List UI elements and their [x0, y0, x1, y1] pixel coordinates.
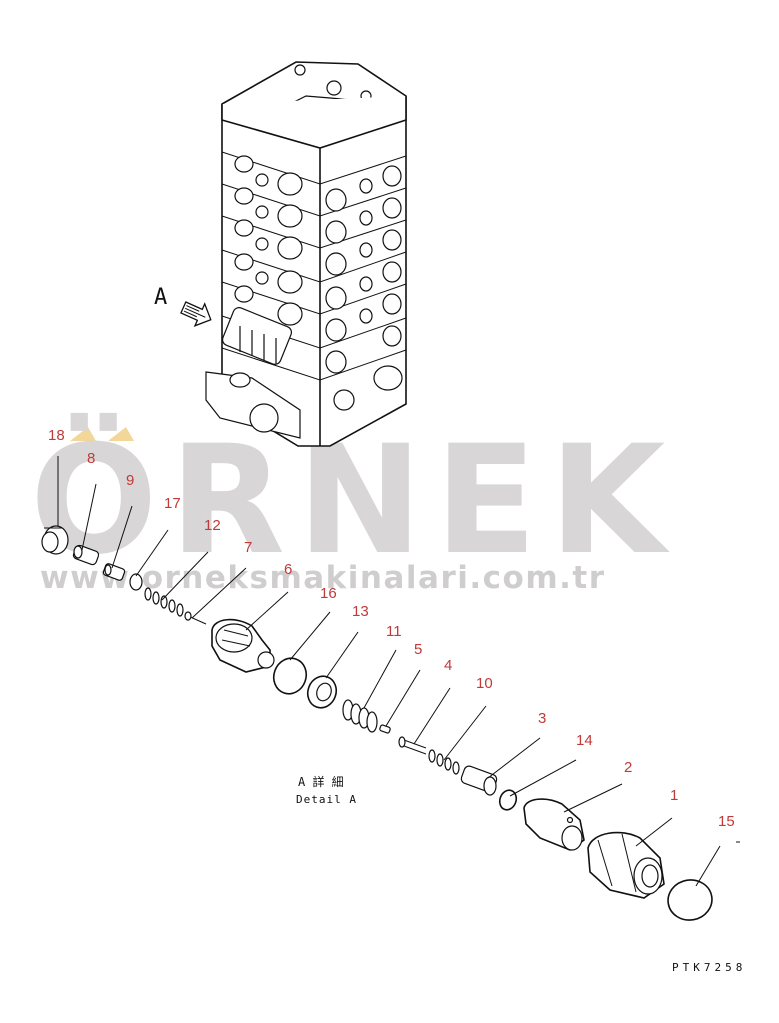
valve-top-port	[326, 80, 342, 96]
callout-10: 10	[476, 675, 493, 692]
drawing-code: PTK7258	[672, 961, 746, 974]
watermark-brand: ÖRNEK	[30, 412, 677, 588]
part-18-nut	[41, 525, 69, 555]
part-17-o-ring	[129, 573, 143, 591]
part-4-bolt	[398, 736, 427, 755]
valve-ports-side	[325, 165, 402, 374]
part-7-pin	[184, 611, 207, 625]
callout-16: 16	[320, 585, 337, 602]
callout-5: 5	[414, 641, 422, 658]
part-8-sleeve	[72, 544, 100, 566]
part-12-spring	[144, 587, 184, 617]
part-11-spring	[342, 699, 378, 733]
part-6-plug	[211, 618, 275, 673]
valve-detail-a-spool	[221, 307, 293, 365]
callout-1: 1	[670, 787, 678, 804]
part-9-piston	[102, 563, 126, 581]
detail-caption-japanese: A 詳 細	[298, 774, 344, 789]
callout-13: 13	[352, 603, 369, 620]
valve-section-lines	[221, 151, 407, 381]
watermark: ÖRNEK www.orneksmakinalari.com.tr	[30, 412, 677, 596]
callout-14: 14	[576, 732, 593, 749]
callout-18: 18	[48, 427, 65, 444]
view-arrow-icon	[180, 301, 212, 327]
callout-7: 7	[244, 539, 252, 556]
part-1-body	[587, 831, 665, 899]
valve-end-plate	[205, 365, 403, 439]
callout-8: 8	[87, 450, 95, 467]
view-marker-label: A	[154, 285, 167, 310]
detail-caption-english: Detail A	[296, 793, 357, 806]
callout-9: 9	[126, 472, 134, 489]
part-10-spring	[428, 749, 460, 775]
part-2-sleeve	[523, 798, 585, 851]
valve-top-port	[294, 64, 306, 76]
watermark-accent-left	[70, 427, 96, 441]
callout-labels: 18 8 9 17 12 7 6 16 13 11 5 4 10 3 14 2 …	[48, 427, 735, 830]
valve-ports-front	[234, 155, 303, 326]
callout-4: 4	[444, 657, 452, 674]
part-5-pin	[379, 724, 391, 734]
callout-6: 6	[284, 561, 292, 578]
callout-17: 17	[164, 495, 181, 512]
part-15-o-ring	[667, 879, 713, 921]
callout-2: 2	[624, 759, 632, 776]
part-3-spool	[460, 765, 498, 796]
callout-11: 11	[386, 623, 402, 640]
part-13-ring	[306, 675, 338, 709]
watermark-accent-right	[108, 427, 134, 441]
callout-12: 12	[204, 517, 221, 534]
callout-3: 3	[538, 710, 546, 727]
part-14-ring	[498, 789, 518, 811]
exploded-parts	[41, 525, 713, 921]
control-valve-assembly: A	[154, 61, 407, 447]
leader-lines	[57, 456, 740, 887]
part-16-o-ring	[272, 657, 308, 695]
callout-15: 15	[718, 813, 735, 830]
